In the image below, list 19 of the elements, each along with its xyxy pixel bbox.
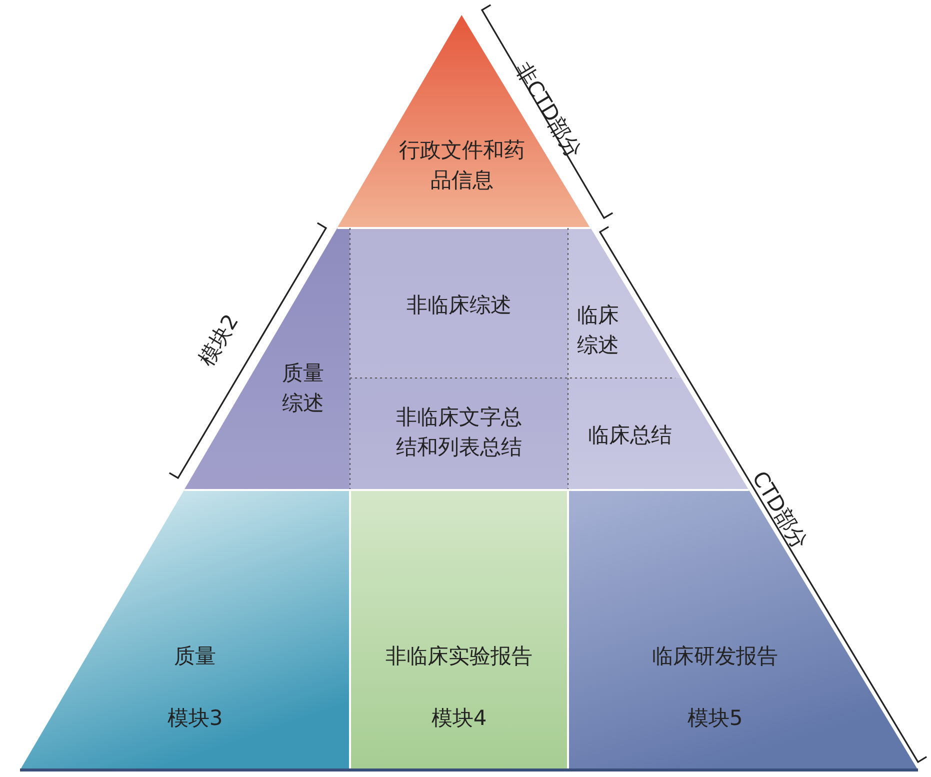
summary-cell [350,378,568,490]
section-label: 临床综述 [576,302,620,359]
section-label: 行政文件和药品信息 [398,137,526,194]
summary-cell [568,228,682,378]
section-label: 非临床综述 [406,292,512,319]
module-label: 模块4 [430,705,488,732]
section-label: 质量 [173,643,217,670]
section-label: 非临床实验报告 [384,643,534,670]
section-label: 非临床文字总结和列表总结 [395,404,523,461]
section-label: 质量综述 [281,360,325,417]
module-label: 模块3 [166,705,224,732]
module-label: 模块5 [686,705,744,732]
top-triangle [337,15,591,228]
summary-cell [350,228,568,378]
section-label: 临床总结 [587,422,673,449]
summary-cell [184,228,350,490]
section-label: 临床研发报告 [651,643,779,670]
report-section [350,490,568,770]
bracket-label: 模块2 [192,309,244,371]
